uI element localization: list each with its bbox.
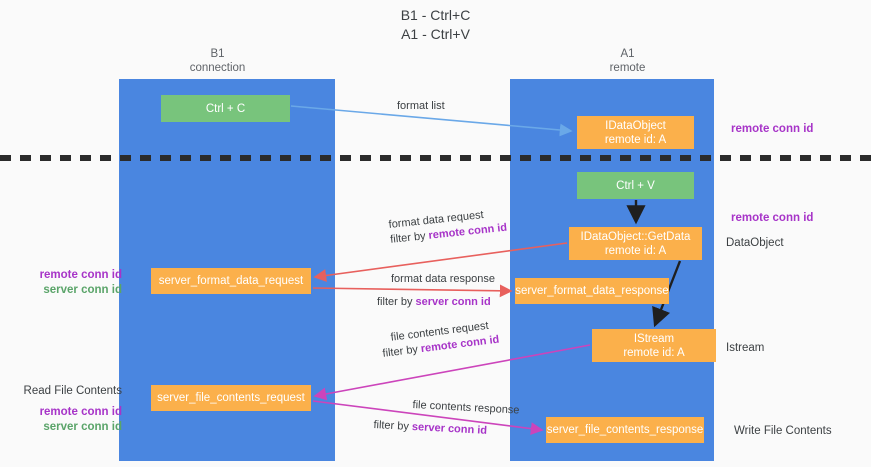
node-ctrl-c[interactable]: Ctrl + C — [161, 95, 290, 122]
side-label-left-server-conn-id-mid: server conn id — [43, 284, 122, 296]
column-header-a1: A1 remote — [540, 47, 715, 75]
side-label-left-read-file-block: Read File Contents remote conn id server… — [18, 384, 122, 435]
edge-format-data-response — [312, 284, 513, 298]
node-idataobject-label: IDataObject — [605, 119, 666, 132]
node-istream-remote-id: remote id: A — [623, 346, 685, 359]
edge-format-list — [290, 105, 573, 137]
edge-label-file-contents-response: file contents response filter by server … — [373, 396, 520, 441]
edge-label-format-list: format list — [397, 99, 445, 114]
column-header-b1-name: B1 — [210, 48, 225, 60]
side-label-left-remote-conn-id-mid: remote conn id — [39, 269, 122, 281]
filter-prefix: filter by — [377, 296, 416, 308]
node-server-format-data-request-label: server_format_data_request — [158, 275, 304, 287]
edge-label-format-data-response-text: format data response — [391, 273, 495, 285]
node-server-file-contents-request-label: server_file_contents_request — [157, 392, 305, 404]
edge-format-data-request — [313, 242, 568, 282]
node-idataobject-getdata[interactable]: IDataObject::GetData remote id: A — [569, 227, 702, 260]
column-header-a1-role: remote — [609, 62, 646, 74]
side-label-remote-conn-id-mid: remote conn id — [731, 212, 814, 224]
diagram-title: B1 - Ctrl+C A1 - Ctrl+V — [0, 6, 871, 44]
node-ctrl-v[interactable]: Ctrl + V — [577, 172, 694, 199]
side-label-istream: Istream — [726, 342, 765, 354]
side-label-left-server-conn-id-bottom: server conn id — [43, 421, 122, 433]
side-label-read-file-contents: Read File Contents — [23, 385, 122, 397]
side-label-left-conn-ids-mid: remote conn id server conn id — [18, 268, 122, 298]
node-server-file-contents-response-label: server_file_contents_response — [546, 424, 704, 436]
node-server-format-data-response-label: server_format_data_response — [515, 285, 669, 297]
side-label-remote-conn-id-top: remote conn id — [731, 123, 814, 135]
side-label-left-remote-conn-id-bottom: remote conn id — [39, 406, 122, 418]
node-ctrl-c-label: Ctrl + C — [205, 102, 246, 115]
filter-prefix: filter by — [373, 418, 413, 433]
side-label-dataobject: DataObject — [726, 237, 784, 249]
edge-label-format-data-response: format data response filter by server co… — [377, 272, 495, 310]
node-ctrl-v-label: Ctrl + V — [616, 179, 655, 192]
edge-file-contents-request — [313, 344, 591, 401]
node-idataobject-remote-id: remote id: A — [604, 133, 667, 146]
node-idataobject-getdata-remote-id: remote id: A — [604, 244, 667, 257]
node-server-format-data-request[interactable]: server_format_data_request — [151, 268, 311, 294]
node-server-file-contents-request[interactable]: server_file_contents_request — [151, 385, 311, 411]
edge-file-contents-response — [312, 400, 544, 435]
filter-prefix: filter by — [381, 343, 422, 360]
node-idataobject-getdata-label: IDataObject::GetData — [580, 230, 691, 243]
node-server-file-contents-response[interactable]: server_file_contents_response — [546, 417, 704, 443]
node-server-format-data-response[interactable]: server_format_data_response — [515, 278, 669, 304]
divider-dashed-line — [0, 155, 871, 161]
node-istream-label: IStream — [633, 332, 675, 345]
node-istream[interactable]: IStream remote id: A — [592, 329, 716, 362]
column-header-a1-name: A1 — [620, 48, 635, 60]
title-line-2: A1 - Ctrl+V — [401, 26, 470, 42]
node-idataobject[interactable]: IDataObject remote id: A — [577, 116, 694, 149]
edge-label-format-list-text: format list — [397, 100, 445, 112]
filter-prefix: filter by — [389, 229, 430, 246]
column-header-b1: B1 connection — [150, 47, 285, 75]
filter-key: server conn id — [411, 420, 488, 437]
column-header-b1-role: connection — [189, 62, 246, 74]
filter-key: server conn id — [415, 296, 491, 308]
title-line-1: B1 - Ctrl+C — [400, 7, 471, 23]
side-label-write-file-contents: Write File Contents — [734, 425, 832, 437]
edge-label-format-data-response-filter: filter by server conn id — [377, 295, 495, 310]
